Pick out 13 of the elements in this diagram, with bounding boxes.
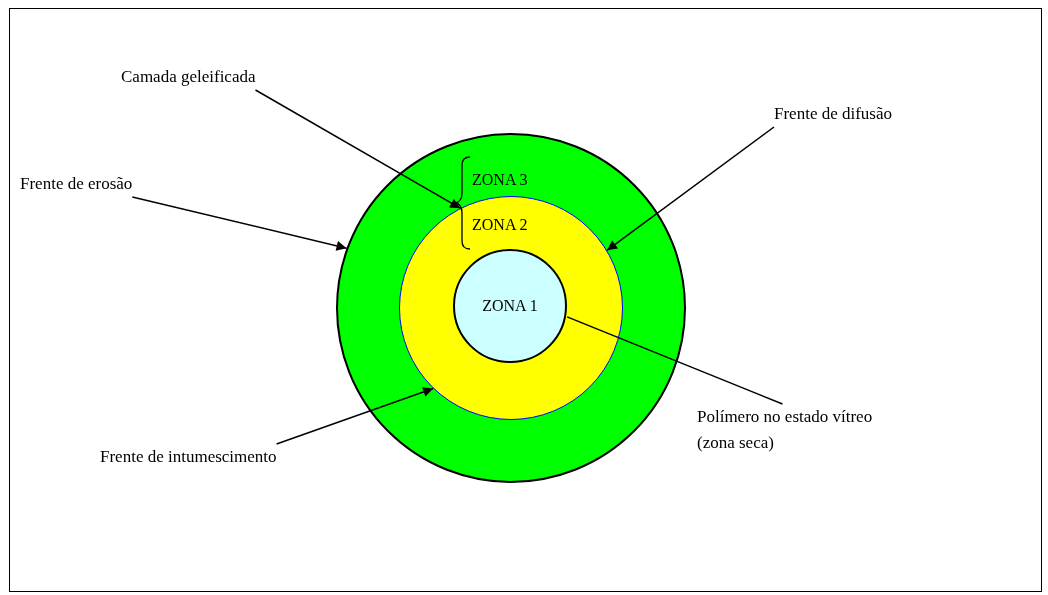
zone-label: ZONA 3 <box>472 171 528 189</box>
annotation-label: Camada geleificada <box>121 64 256 90</box>
leader-line <box>566 316 784 405</box>
arrow <box>131 196 348 251</box>
arrow <box>606 126 775 252</box>
inner-circle: ZONA 1 <box>453 249 567 363</box>
annotation-label: Frente de intumescimento <box>100 444 277 470</box>
annotation-label: Frente de difusão <box>774 101 893 127</box>
arrow <box>275 387 434 445</box>
annotation-label: Frente de erosão <box>20 171 133 197</box>
zone-label: ZONA 2 <box>472 216 528 234</box>
annotation-label: Polímero no estado vítreo (zona seca) <box>697 404 887 456</box>
arrow <box>254 89 461 209</box>
